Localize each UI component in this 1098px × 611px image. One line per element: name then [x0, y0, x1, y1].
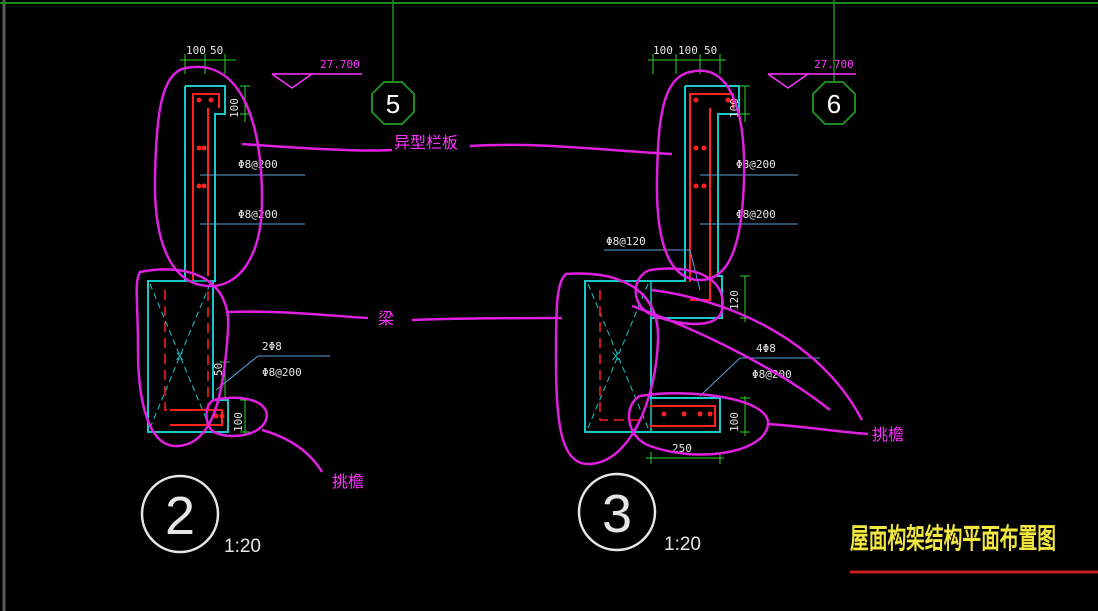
- section-3-rebar-label-4: 4Φ8: [756, 342, 776, 355]
- section-3-rebar-leaders: [604, 174, 820, 397]
- axis-bubble-6: 6: [812, 81, 856, 125]
- section-2-rebar-label-2: Φ8@200: [238, 208, 278, 221]
- annotation-loop-eave-right-upper: [634, 267, 724, 326]
- section-3-symbol: 3 1:20: [577, 472, 701, 555]
- section-2-beam-cross-b: [149, 283, 211, 429]
- section-3-rebar-main: [689, 93, 734, 282]
- section-2-rebar-main: [192, 93, 220, 280]
- section-2-dim-top-a: 100: [186, 44, 206, 57]
- annotation-loop-eave-left: [205, 396, 268, 438]
- section-2-scale: 1:20: [224, 536, 261, 557]
- section-3-rebar-label-3: Φ8@120: [606, 235, 646, 248]
- annotation-line-parapet-left: [241, 142, 393, 152]
- annotation-line-eave-right-upper: [651, 288, 864, 421]
- section-2-number: 2: [165, 486, 195, 546]
- annotation-loop-beam-left: [135, 268, 230, 448]
- annotation-loop-parapet-right: [655, 69, 746, 282]
- section-3-dim-top-c: 50: [704, 44, 717, 57]
- section-2-dim-top-b: 50: [210, 44, 223, 57]
- annotation-loop-eave-right: [627, 392, 770, 456]
- axis-bubble-5: 5: [371, 81, 415, 125]
- section-3-beam-cross-a: [587, 283, 649, 429]
- section-3-number: 3: [602, 484, 632, 544]
- section-3-dim-top-a: 100: [653, 44, 673, 57]
- section-3-rebar-label-1: Φ8@200: [736, 158, 776, 171]
- annotation-loop-beam-right: [554, 272, 660, 466]
- annotation-loop-parapet-left: [153, 65, 264, 288]
- section-3-rebar-eave: [650, 405, 716, 427]
- section-2-rebar-leaders: [200, 174, 330, 391]
- axis-bubble-5-label: 5: [386, 89, 400, 119]
- section-2-dim-side-bottom: 100: [232, 412, 245, 432]
- annotation-label-eave-right: 挑檐: [872, 425, 904, 444]
- elevation-right-label: 27.700: [814, 58, 854, 71]
- section-3-dim-side-bottom: 100: [728, 412, 741, 432]
- annotation-line-beam-right: [411, 316, 563, 322]
- section-3-rebar-dots: [661, 97, 731, 417]
- annotation-line-eave-right-upper-b: [631, 304, 831, 411]
- section-2-dim-side-top: 100: [228, 98, 241, 118]
- section-3-rebar-inner: [690, 108, 711, 301]
- section-2-symbol: 2 1:20: [140, 474, 261, 557]
- section-3-rebar-label-2: Φ8@200: [736, 208, 776, 221]
- section-2-dim-side-mid: 50: [212, 363, 225, 376]
- section-2-rebar-dots: [196, 97, 225, 419]
- annotation-label-parapet: 异型栏板: [394, 133, 458, 152]
- section-3-dim-top-b: 100: [678, 44, 698, 57]
- section-2-rebar-label-1: Φ8@200: [238, 158, 278, 171]
- section-3-scale: 1:20: [664, 534, 701, 555]
- hand-annotations: [135, 65, 869, 473]
- annotation-line-eave-left: [261, 428, 324, 473]
- section-2-rebar-label-3: 2Φ8: [262, 340, 282, 353]
- annotation-line-parapet-right: [469, 143, 673, 156]
- axis-bubble-6-label: 6: [827, 89, 841, 119]
- section-3-beam-x: X: [612, 351, 620, 363]
- annotation-label-eave-left: 挑檐: [332, 472, 364, 491]
- section-2-beam-cross-a: [149, 283, 211, 429]
- annotation-label-beam: 梁: [378, 309, 394, 328]
- elevation-mark-right: 27.700: [767, 58, 856, 89]
- annotation-line-beam-left: [227, 310, 369, 320]
- section-2-beam-x: X: [176, 351, 184, 363]
- section-3-detail: X 100 100 50 100 120 100 250: [584, 44, 820, 464]
- section-2-rebar-label-4: Φ8@200: [262, 366, 302, 379]
- section-3-dim-side-mid: 120: [728, 290, 741, 310]
- elevation-left-label: 27.700: [320, 58, 360, 71]
- annotation-line-eave-right: [767, 422, 869, 436]
- drawing-title: 屋面构架结构平面布置图: [850, 523, 1056, 554]
- elevation-mark-left: 27.700: [271, 58, 362, 89]
